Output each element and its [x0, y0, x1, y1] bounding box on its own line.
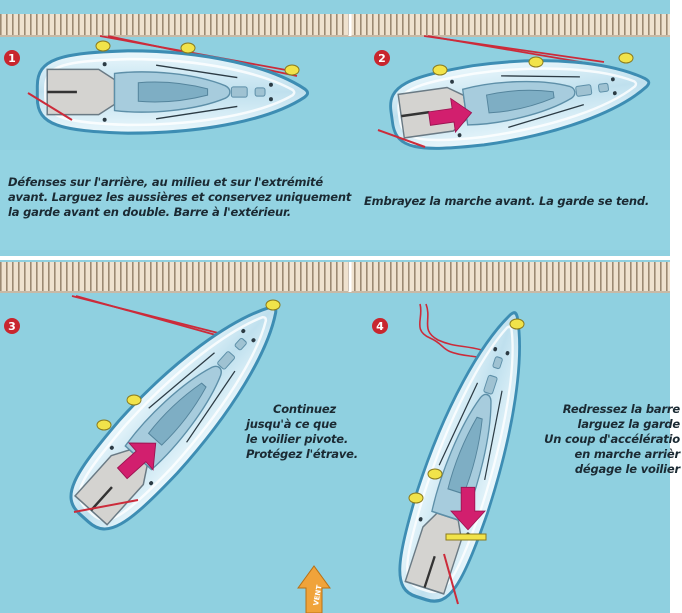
fender-4b [428, 469, 442, 479]
fender-2c [529, 57, 543, 67]
step-2-caption: Embrayez la marche avant. La garde se te… [364, 194, 649, 209]
step-3-caption: Continuez jusqu'à ce que le voilier pivo… [246, 402, 336, 462]
fender-4c [409, 493, 423, 503]
dock-top [0, 14, 682, 36]
fender-2b [619, 53, 633, 63]
page-margin [670, 0, 682, 613]
step-1-number: 1 [8, 52, 16, 65]
fender-2a [433, 65, 447, 75]
fender-4a [510, 319, 524, 329]
step-1-caption: Défenses sur l'arrière, au milieu et sur… [8, 175, 351, 220]
fender-1a [96, 41, 110, 51]
fender-1b [285, 65, 299, 75]
fender-3c [97, 420, 111, 430]
step-4-number: 4 [376, 320, 384, 333]
stern-fender-4 [446, 534, 486, 540]
step-3-number: 3 [8, 320, 16, 333]
fender-3a [266, 300, 280, 310]
fender-1c [181, 43, 195, 53]
fender-3b [127, 395, 141, 405]
step-2-number: 2 [378, 52, 386, 65]
dock-middle [0, 262, 682, 292]
step-4-caption: Redressez la barre larguez la garde Un c… [520, 402, 680, 477]
